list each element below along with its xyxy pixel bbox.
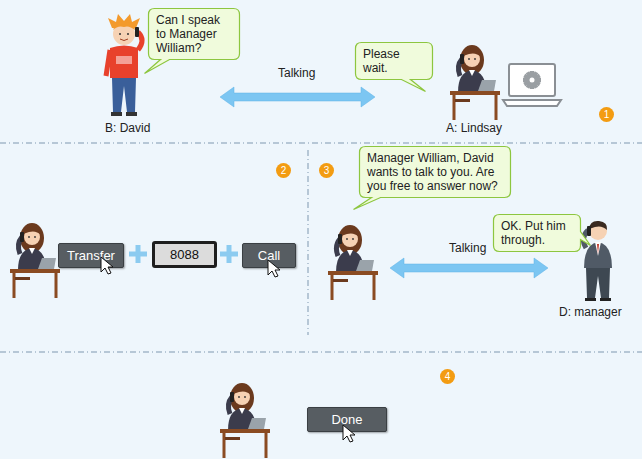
- arrow-label: Talking: [449, 241, 486, 255]
- operator-figure: [10, 223, 60, 298]
- node-text: Done: [314, 412, 380, 427]
- manager-figure: [583, 221, 612, 301]
- laptop-icon: [503, 64, 561, 106]
- node-text: Can I speak to Manager William?: [156, 13, 232, 55]
- node-text: Transfer: [65, 248, 117, 263]
- node-text: Manager William, David wants to talk to …: [367, 151, 503, 193]
- mouse-cursor: [268, 260, 280, 277]
- separators: [0, 143, 642, 352]
- mouse-cursor: [101, 257, 113, 274]
- person-name: D: manager: [559, 305, 622, 319]
- operator-figure: [328, 225, 378, 300]
- done-button: Done: [307, 407, 387, 432]
- separator-line: [0, 352, 642, 353]
- callout-number: 4: [440, 369, 455, 384]
- caller-figure: [106, 14, 142, 116]
- callout-number: 1: [599, 107, 614, 122]
- talking-arrow: [220, 87, 375, 107]
- operator-figure: [450, 45, 500, 120]
- transfer-button: Transfer: [58, 243, 124, 268]
- speech-bubble: Please wait.: [355, 42, 433, 80]
- talking-arrow: [390, 258, 548, 278]
- node-text: Please wait.: [363, 47, 425, 75]
- arrow-label: Talking: [278, 66, 315, 80]
- plus-sign: [129, 245, 147, 263]
- mouse-cursor: [343, 425, 355, 442]
- speech-bubble: Manager William, David wants to talk to …: [359, 146, 511, 198]
- callout-number: 2: [276, 163, 291, 178]
- person-name: B: David: [105, 121, 150, 135]
- separator-line: [308, 150, 309, 335]
- node-text: Call: [249, 248, 289, 263]
- speech-bubble: Can I speak to Manager William?: [148, 8, 240, 60]
- speech-bubble: OK. Put him through.: [493, 214, 581, 252]
- node-text: 8088: [161, 247, 208, 262]
- person-name: A: Lindsay: [446, 121, 502, 135]
- plus-sign: [220, 245, 238, 263]
- callout-number: 3: [319, 163, 334, 178]
- separator-line: [0, 143, 642, 144]
- number-field: 8088: [152, 241, 217, 268]
- call-button: Call: [242, 243, 296, 268]
- node-text: OK. Put him through.: [501, 219, 573, 247]
- operator-figure: [220, 383, 270, 458]
